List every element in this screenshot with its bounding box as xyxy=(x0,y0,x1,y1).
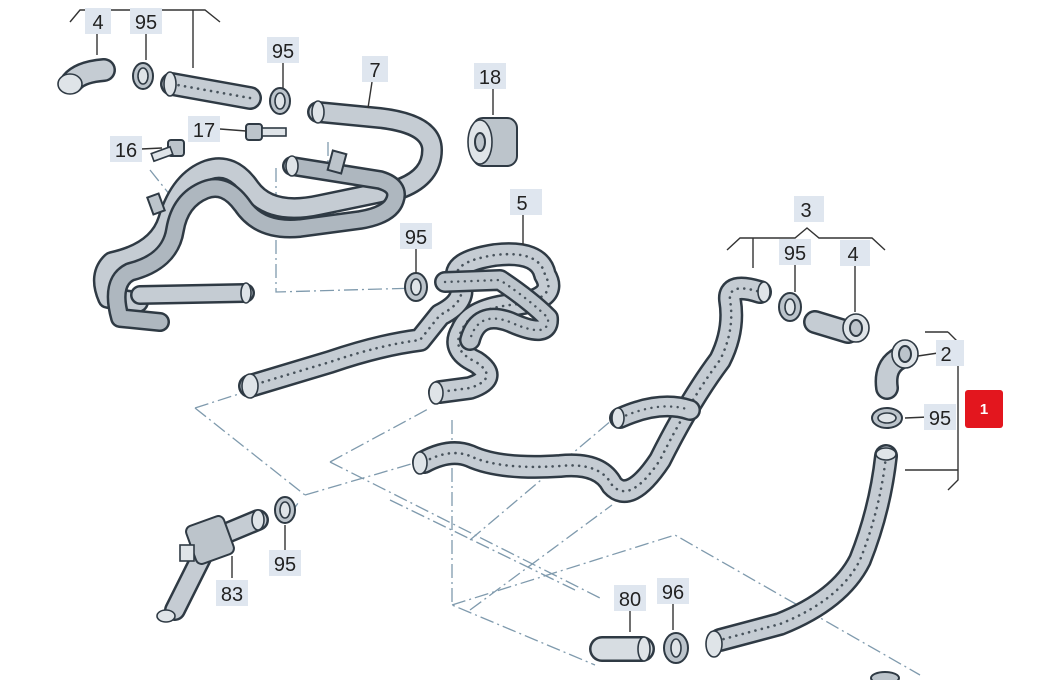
svg-text:3: 3 xyxy=(800,200,811,222)
svg-text:4: 4 xyxy=(92,12,103,34)
hose-assembly-7 xyxy=(92,100,443,332)
hose-lower-long xyxy=(412,276,772,504)
label-83: 83 xyxy=(216,580,248,606)
svg-text:4: 4 xyxy=(847,244,858,266)
label-96: 96 xyxy=(657,578,689,604)
svg-text:7: 7 xyxy=(369,60,380,82)
clamp-95-top-a xyxy=(132,62,154,90)
svg-text:95: 95 xyxy=(405,227,427,249)
clamp-95-middle xyxy=(404,272,428,302)
svg-text:1: 1 xyxy=(980,401,988,418)
label-3: 3 xyxy=(794,196,824,222)
marker-1: 1 xyxy=(965,390,1003,428)
clamp-95-top-b xyxy=(269,87,291,115)
hose-top-left xyxy=(160,71,262,110)
label-95-middle: 95 xyxy=(400,223,432,249)
svg-text:17: 17 xyxy=(193,120,215,142)
label-18: 18 xyxy=(474,63,506,89)
svg-text:95: 95 xyxy=(274,554,296,576)
svg-text:80: 80 xyxy=(619,589,641,611)
svg-text:83: 83 xyxy=(221,584,243,606)
connector-83 xyxy=(156,509,269,623)
bracket-1 xyxy=(905,331,959,491)
label-7: 7 xyxy=(362,56,388,82)
label-4-top: 4 xyxy=(85,8,111,34)
hose-right-vertical xyxy=(705,444,898,658)
label-16: 16 xyxy=(110,136,142,162)
label-95-right-a: 95 xyxy=(779,239,811,265)
elbow-4-top xyxy=(57,58,116,95)
svg-text:95: 95 xyxy=(272,41,294,63)
bolt-16 xyxy=(150,139,185,163)
bolt-17 xyxy=(245,123,287,141)
svg-text:16: 16 xyxy=(115,140,137,162)
svg-text:95: 95 xyxy=(784,243,806,265)
clamp-95-right-b xyxy=(871,407,903,429)
svg-text:96: 96 xyxy=(662,582,684,604)
bracket-3 xyxy=(726,227,886,268)
label-17: 17 xyxy=(188,116,220,142)
elbow-2 xyxy=(874,339,919,400)
part-bottom-right-partial xyxy=(870,671,900,680)
elbow-4-right xyxy=(803,310,870,344)
grommet-18 xyxy=(467,117,518,167)
svg-text:95: 95 xyxy=(929,408,951,430)
svg-text:5: 5 xyxy=(516,193,527,215)
hose-end-80 xyxy=(589,636,655,662)
label-95-top-b: 95 xyxy=(267,37,299,63)
clamp-96 xyxy=(663,632,689,664)
assembly-guide-lines xyxy=(149,142,921,676)
svg-text:18: 18 xyxy=(479,67,501,89)
label-5: 5 xyxy=(510,189,542,215)
label-95-top-a: 95 xyxy=(130,8,162,34)
leader-lines xyxy=(96,32,939,632)
clamp-95-lower xyxy=(274,496,296,524)
svg-text:95: 95 xyxy=(135,12,157,34)
clamp-95-right-a xyxy=(778,292,802,322)
label-80: 80 xyxy=(614,585,646,611)
hose-assembly-5 xyxy=(238,242,561,405)
svg-text:2: 2 xyxy=(940,344,951,366)
label-2: 2 xyxy=(936,340,964,366)
label-4-right: 4 xyxy=(840,240,870,266)
label-95-lower: 95 xyxy=(269,550,301,576)
label-95-right-b: 95 xyxy=(924,404,956,430)
